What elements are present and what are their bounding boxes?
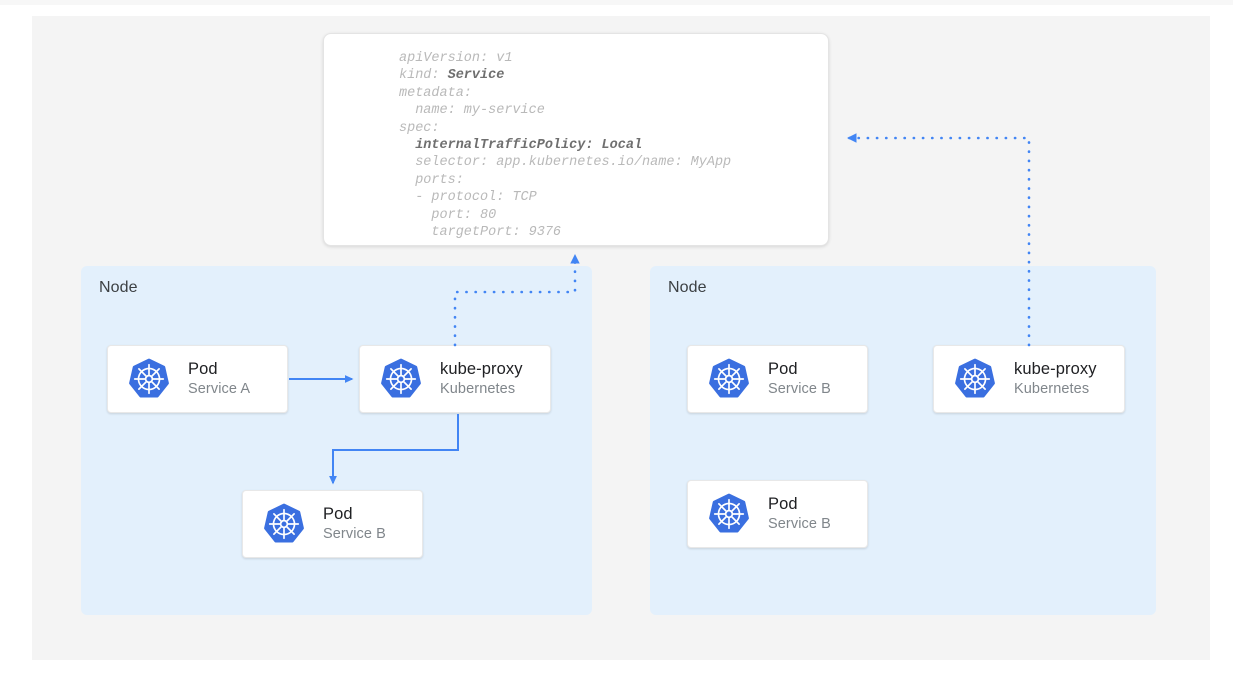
node-panel-right: Node [650, 266, 1156, 615]
yaml-highlight: internalTrafficPolicy: Local [415, 138, 643, 154]
kubernetes-icon [709, 358, 749, 398]
top-band [0, 0, 1233, 5]
yaml-line: targetPort: 9376 [399, 225, 562, 241]
node-label-right: Node [668, 279, 707, 296]
yaml-line: port: 80 [399, 207, 497, 223]
yaml-line: ports: [399, 172, 464, 188]
kubernetes-icon [263, 503, 305, 545]
kubernetes-icon [264, 503, 304, 543]
box-title: Pod [188, 360, 218, 378]
kubernetes-icon [128, 358, 170, 400]
box-subtitle: Kubernetes [1014, 381, 1090, 397]
kubernetes-icon [708, 358, 750, 400]
yaml-line: selector: app.kubernetes.io/name: MyApp [399, 155, 732, 171]
kubernetes-icon [708, 493, 750, 535]
node-label-left: Node [99, 279, 138, 296]
yaml-line: apiVersion: v1 [399, 51, 513, 66]
node-panel-left: Node [81, 266, 592, 615]
box-title: Pod [768, 360, 798, 378]
yaml-line: name: my-service [399, 103, 545, 119]
kubernetes-icon [381, 358, 421, 398]
kubernetes-icon [709, 493, 749, 533]
box-title: Pod [323, 505, 353, 523]
yaml-line: - protocol: TCP [399, 190, 537, 206]
yaml-line: kind: Service [399, 68, 505, 84]
box-subtitle: Service A [188, 381, 251, 397]
box-pod-service-a[interactable]: Pod Service A [107, 345, 288, 413]
box-subtitle: Service B [323, 526, 386, 542]
box-title: Pod [768, 495, 798, 513]
yaml-line: internalTrafficPolicy: Local [399, 137, 731, 154]
box-kube-proxy-left[interactable]: kube-proxy Kubernetes [359, 345, 551, 413]
box-pod-service-b-right-top[interactable]: Pod Service B [687, 345, 868, 413]
box-title: kube-proxy [440, 360, 523, 378]
yaml-highlight: Service [447, 68, 505, 84]
box-kube-proxy-right[interactable]: kube-proxy Kubernetes [933, 345, 1125, 413]
kubernetes-icon [955, 358, 995, 398]
box-title: kube-proxy [1014, 360, 1097, 378]
yaml-line: metadata: [399, 85, 472, 101]
yaml-line: spec: [399, 120, 440, 136]
box-pod-service-b-right-bottom[interactable]: Pod Service B [687, 480, 868, 548]
box-subtitle: Service B [768, 516, 831, 532]
box-subtitle: Kubernetes [440, 381, 516, 397]
kubernetes-icon [380, 358, 422, 400]
kubernetes-icon [954, 358, 996, 400]
box-pod-service-b-left[interactable]: Pod Service B [242, 490, 423, 558]
kubernetes-icon [129, 358, 169, 398]
box-subtitle: Service B [768, 381, 831, 397]
